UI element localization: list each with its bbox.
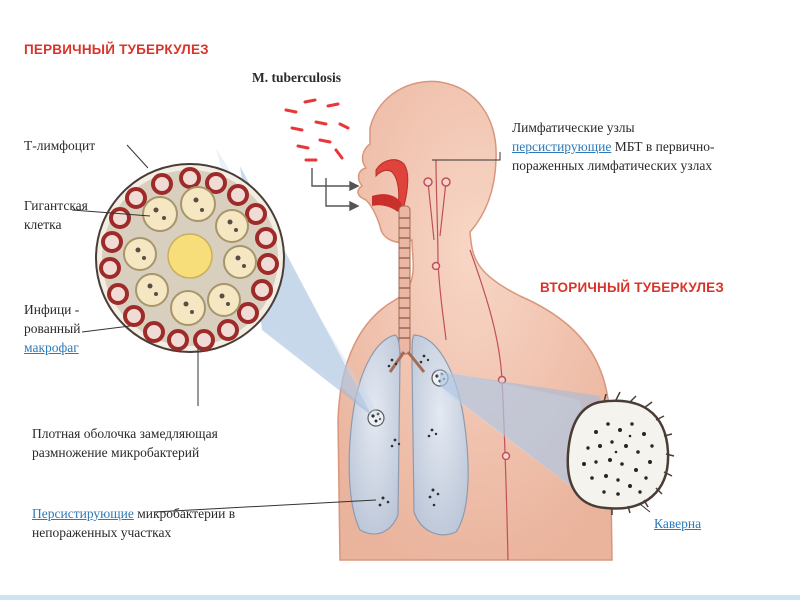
pointer-lines	[71, 144, 651, 513]
granuloma	[95, 163, 285, 353]
macrophage-link[interactable]: макрофаг	[24, 340, 79, 355]
trachea-rings	[399, 217, 410, 339]
capsule-line-2: размножение микробактерий	[32, 445, 200, 460]
infected-macrophage-label: Инфици - рованный макрофаг	[24, 300, 80, 357]
cavern	[566, 391, 675, 515]
lymph-line-2-rest: МБТ в первично-	[611, 139, 715, 154]
lymph-line-3: пораженных лимфатических узлах	[512, 158, 713, 173]
giant-cell-label: Гигантская клетка	[24, 196, 88, 234]
infected-line-1: Инфици -	[24, 302, 80, 317]
lymph-persistent-link[interactable]: персистирующие	[512, 139, 612, 154]
capsule-label: Плотная оболочка замедляющая размножение…	[32, 424, 218, 462]
persistent-text-1: микробактерии в	[133, 506, 236, 521]
slide-bottom-border	[0, 595, 800, 600]
persistent-bacteria-label: Персистирующие микробактерии в непоражен…	[32, 504, 235, 542]
giant-cell-line-2: клетка	[24, 217, 62, 232]
pathogen-label: M. tuberculosis	[252, 70, 342, 85]
inhalation-arrows	[311, 168, 360, 212]
oral-cavity	[372, 194, 402, 212]
lymph-nodes-label: Лимфатические узлы персистирующие МБТ в …	[512, 118, 714, 175]
t-lymphocyte-label: Т-лимфоцит	[24, 138, 96, 153]
cavern-label: Каверна	[654, 514, 701, 533]
giant-cell-line-1: Гигантская	[24, 198, 88, 213]
infected-line-2: рованный	[24, 321, 81, 336]
primary-tb-heading: ПЕРВИЧНЫЙ ТУБЕРКУЛЕЗ	[24, 42, 209, 57]
cavern-magnifier	[440, 372, 600, 508]
left-lung	[348, 334, 401, 535]
secondary-tb-heading: ВТОРИЧНЫЙ ТУБЕРКУЛЕЗ	[540, 280, 725, 295]
airborne-bacteria	[284, 98, 350, 162]
capsule-line-1: Плотная оболочка замедляющая	[32, 426, 218, 441]
cavern-link[interactable]: Каверна	[654, 516, 702, 531]
persistent-text-2: непораженных участках	[32, 525, 172, 540]
trachea	[398, 205, 411, 355]
persistent-link[interactable]: Персистирующие	[32, 506, 134, 521]
lymph-line-1: Лимфатические узлы	[512, 120, 635, 135]
